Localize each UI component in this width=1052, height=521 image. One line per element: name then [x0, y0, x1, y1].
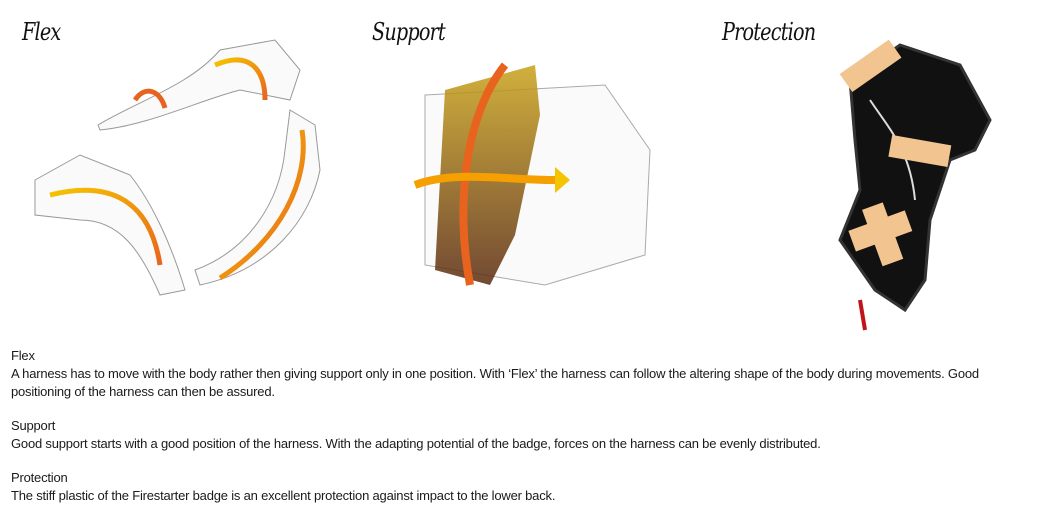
description-text: Flex A harness has to move with the body…	[11, 347, 1041, 521]
section-body: The stiff plastic of the Firestarter bad…	[11, 488, 556, 503]
section-flex: Flex A harness has to move with the body…	[11, 347, 1041, 401]
protection-illustration	[838, 40, 992, 331]
section-body: A harness has to move with the body rath…	[11, 366, 979, 399]
figure-title-support: Support	[372, 18, 446, 46]
section-support: Support Good support starts with a good …	[11, 417, 1041, 453]
section-heading: Support	[11, 418, 56, 433]
section-heading: Protection	[11, 470, 68, 485]
support-arrow-vertical	[459, 62, 509, 286]
section-heading: Flex	[11, 348, 35, 363]
flex-arrow	[214, 57, 268, 101]
section-body: Good support starts with a good position…	[11, 436, 821, 451]
figure-title-protection: Protection	[722, 18, 816, 46]
plaster-icon	[839, 40, 952, 267]
support-illustration	[413, 62, 651, 286]
flex-illustration	[34, 39, 321, 296]
figure-title-flex: Flex	[22, 18, 61, 46]
support-arrow-horizontal	[413, 172, 556, 189]
section-protection: Protection The stiff plastic of the Fire…	[11, 469, 1041, 505]
